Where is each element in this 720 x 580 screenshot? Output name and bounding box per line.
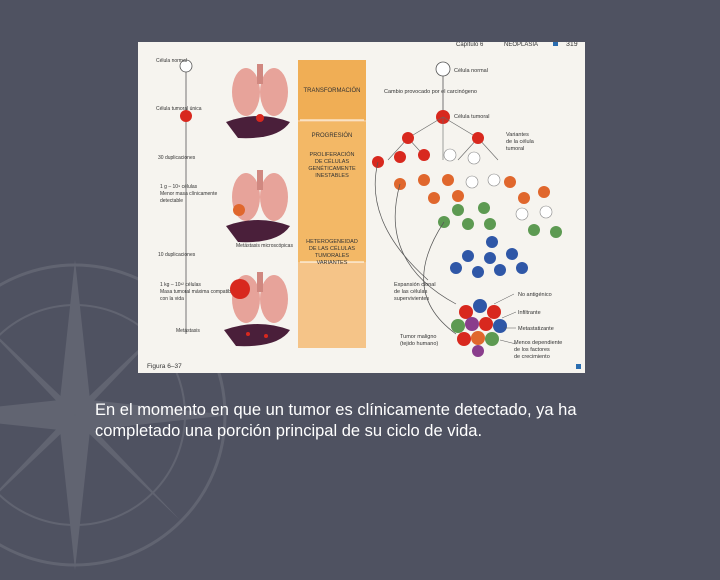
variants-2-label: de la célula — [506, 139, 535, 145]
corner-marker — [576, 364, 581, 369]
growth-factor-2-label: de los factores — [514, 347, 550, 353]
mass-1kg-line3-label: con la vida — [160, 296, 184, 302]
label-normal-cell-left: Célula normal — [156, 58, 187, 64]
variants-3-label: tumoral — [506, 146, 524, 152]
tumor-cell-left — [180, 110, 192, 122]
heterogeneity-4-label: VARIANTES — [317, 260, 348, 266]
page-number: 319 — [566, 42, 578, 48]
lungs-liver-stage-1 — [226, 64, 290, 139]
label-transformation: TRANSFORMACIÓN — [304, 87, 361, 94]
transformation-band — [298, 60, 366, 120]
mass-1kg-line1-label: 1 kg – 10¹² células — [160, 282, 201, 288]
expansion-arrow-2 — [394, 183, 457, 305]
expansion-arrow-3 — [423, 221, 457, 335]
page-header-section: NEOPLASIA — [504, 42, 538, 48]
lungs-liver-stage-3 — [224, 272, 290, 347]
slide-caption: En el momento en que un tumor es clínica… — [95, 400, 695, 442]
header-marker — [553, 42, 558, 46]
proliferation-4-label: INESTABLES — [315, 173, 349, 179]
tumor-progression-figure: Capítulo 6 NEOPLASIA 319 TRANSFORMACIÓN … — [138, 42, 585, 373]
micro-metastasis-label: Metástasis microscópicas — [236, 243, 293, 249]
heterogeneity-1-label: HETEROGENEIDAD — [306, 239, 358, 245]
tree-level-5-blue — [450, 236, 528, 278]
growth-factor-3-label: de crecimiento — [514, 354, 550, 360]
malignant-2-label: (tejido humano) — [400, 341, 438, 347]
clonal-3-label: supervivientes — [394, 296, 429, 302]
normal-cell-label: Célula normal — [454, 68, 488, 74]
page-header-chapter: Capítulo 6 — [456, 42, 484, 48]
progression-band — [298, 122, 366, 262]
tree-level-4-green — [438, 202, 562, 238]
tree-level-3-orange — [394, 173, 550, 204]
malignant-tumor-cluster — [451, 299, 507, 357]
carcinogen-change-label: Cambio provocado por el carcinógeno — [384, 89, 477, 95]
compass-rose-watermark — [0, 260, 230, 570]
heterogeneity-2-label: DE LAS CÉLULAS — [309, 245, 355, 252]
heterogeneity-3-label: TUMORALES — [315, 253, 350, 259]
growth-factor-1-label: Menos dependiente — [514, 340, 562, 346]
tree-level-2 — [372, 132, 484, 168]
mass-1kg-line2-label: Masa tumoral máxima compatible — [160, 289, 235, 295]
proliferation-3-label: GENÉTICAMENTE — [308, 165, 356, 172]
metastasis-label: Metástasis — [176, 328, 200, 334]
label-progression: PROGRESIÓN — [312, 132, 353, 139]
caption-line-2: completado una porción principal de su c… — [95, 422, 483, 440]
proliferation-2-label: DE CÉLULAS — [315, 158, 350, 165]
duplications-10-label: 10 duplicaciones — [158, 252, 196, 258]
duplications-30-label: 30 duplicaciones — [158, 155, 196, 161]
caption-line-1: En el momento en que un tumor es clínica… — [95, 401, 577, 419]
clonal-1-label: Expansión clonal — [394, 282, 436, 288]
mass-1g-line2-label: Menor masa clínicamente — [160, 191, 217, 197]
tumor-cell-label: Célula tumoral — [454, 114, 489, 120]
malignant-1-label: Tumor maligno — [400, 334, 436, 340]
figure-illustration: Capítulo 6 NEOPLASIA 319 TRANSFORMACIÓN … — [147, 42, 581, 370]
non-antigenic-label: No antigénico — [518, 292, 552, 298]
expansion-arrow-1 — [374, 161, 429, 281]
label-tumor-cell-left: Célula tumoral única — [156, 106, 202, 112]
lungs-liver-stage-2 — [226, 170, 290, 243]
infiltrative-label: Infiltrante — [518, 310, 541, 316]
variants-1-label: Variantes — [506, 132, 529, 138]
metastasizing-label: Metastatizante — [518, 326, 554, 332]
proliferation-1-label: PROLIFERACIÓN — [310, 151, 355, 158]
clonal-2-label: de las células — [394, 289, 428, 295]
mass-1g-line1-label: 1 g – 10⁹ células — [160, 184, 198, 190]
figure-label: Figura 6–37 — [147, 363, 182, 370]
mass-1g-line3-label: detectable — [160, 198, 183, 204]
normal-cell-right — [435, 61, 451, 77]
normal-cell-left — [179, 59, 193, 73]
